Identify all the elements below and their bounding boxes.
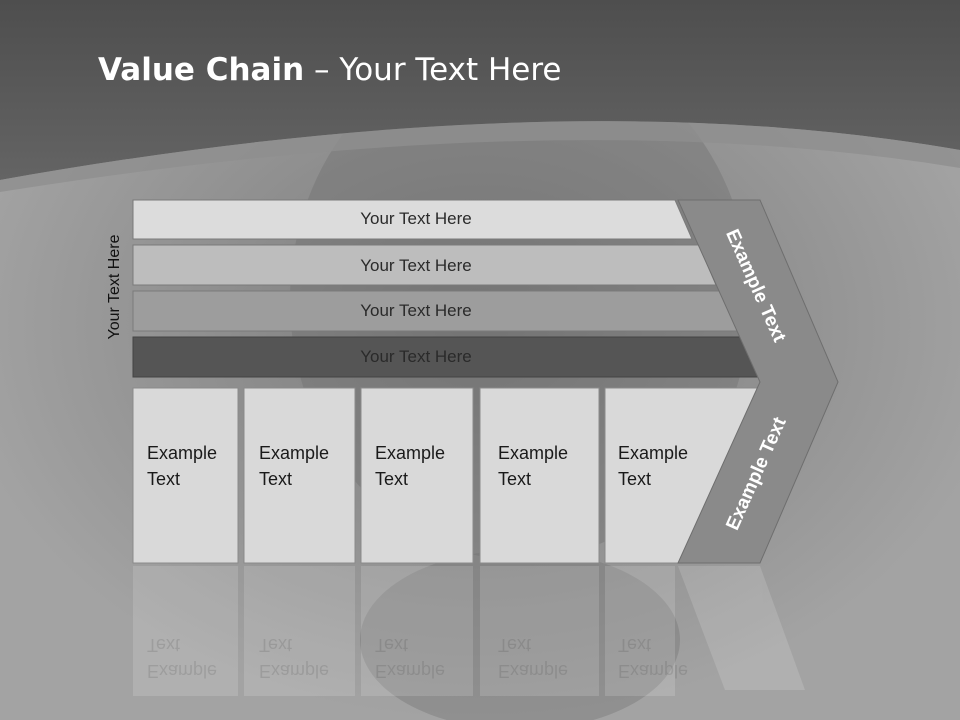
bar-1 <box>132 199 693 240</box>
cell-3 <box>360 387 474 564</box>
slide-title: Value Chain – Your Text Here <box>98 52 562 88</box>
cell-1 <box>132 387 239 564</box>
cell-2 <box>243 387 356 564</box>
bar-label-2: Your Text Here <box>360 256 472 275</box>
bar-label-1: Your Text Here <box>360 209 472 228</box>
bar-label-4: Your Text Here <box>360 347 472 366</box>
side-label: Your Text Here <box>106 234 123 340</box>
chevron-arrow <box>677 199 839 564</box>
bar-label-3: Your Text Here <box>360 301 472 320</box>
cell-4 <box>479 387 600 564</box>
reflection <box>133 566 805 696</box>
